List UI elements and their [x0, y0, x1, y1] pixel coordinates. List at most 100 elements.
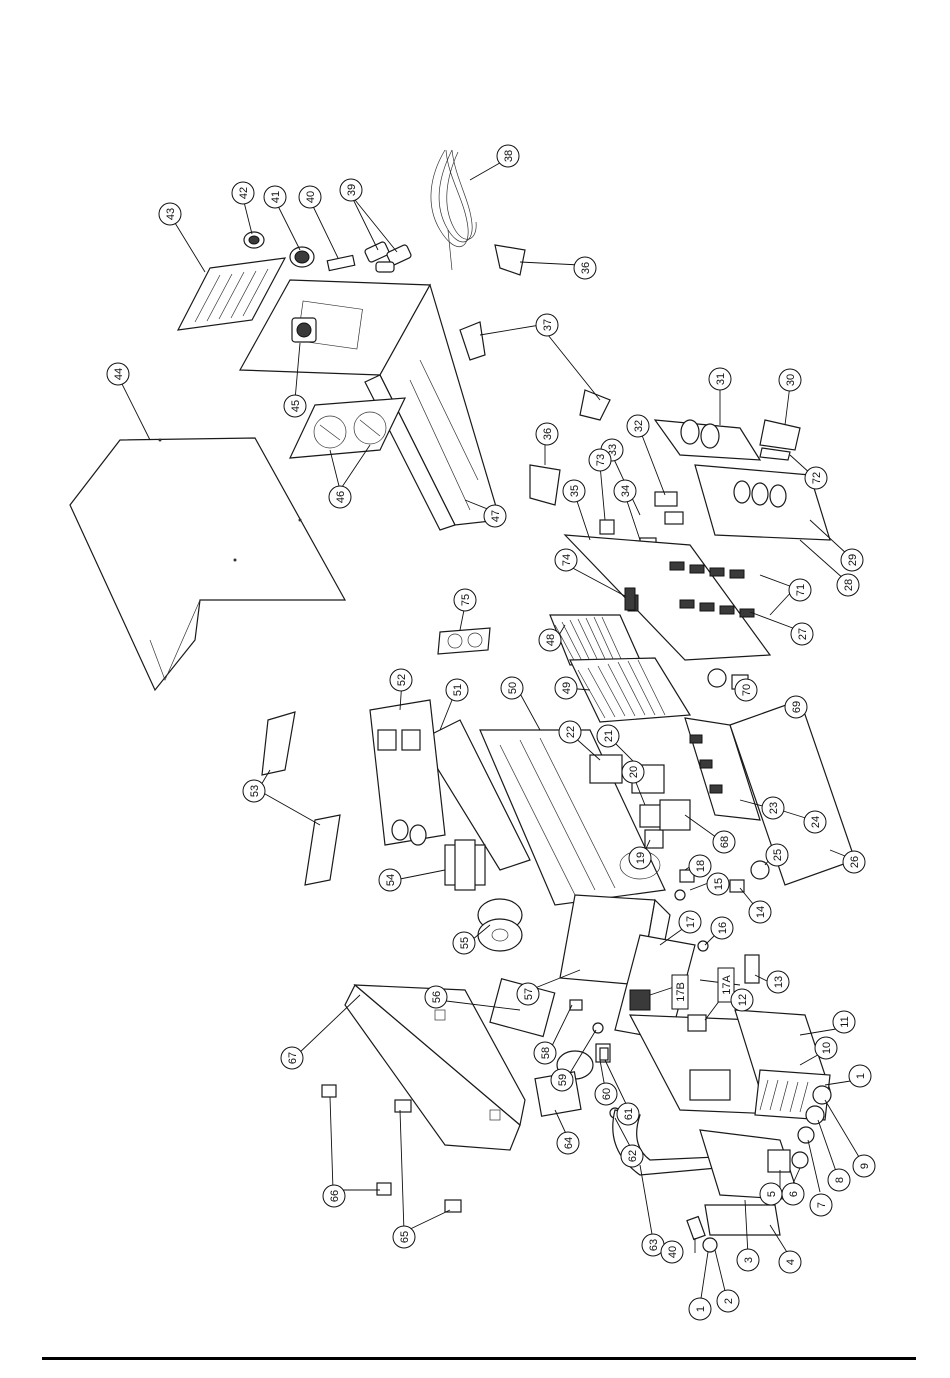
label-plate-part — [327, 255, 355, 270]
front-sticker-part — [705, 1205, 780, 1235]
svg-text:40: 40 — [305, 191, 317, 203]
heatsink-upper-part — [550, 615, 640, 665]
callout-24: 24 — [804, 811, 826, 833]
callout-29: 29 — [841, 549, 863, 571]
svg-text:17: 17 — [685, 916, 697, 928]
svg-text:6: 6 — [788, 1191, 800, 1197]
callout-48: 48 — [539, 629, 561, 651]
bracket-part-13 — [745, 955, 759, 983]
svg-text:22: 22 — [565, 726, 577, 738]
callout-31: 31 — [709, 368, 731, 390]
callout-73: 73 — [589, 449, 611, 471]
callout-23: 23 — [762, 797, 784, 819]
callout-46: 46 — [329, 486, 351, 508]
svg-text:61: 61 — [623, 1108, 635, 1120]
svg-text:1: 1 — [695, 1306, 707, 1312]
socket-part-6 — [792, 1152, 808, 1168]
callout-52: 52 — [390, 669, 412, 691]
svg-text:25: 25 — [772, 849, 784, 861]
svg-text:28: 28 — [843, 579, 855, 591]
svg-text:64: 64 — [563, 1137, 575, 1149]
svg-text:42: 42 — [238, 187, 250, 199]
svg-text:67: 67 — [287, 1052, 299, 1064]
clip-part-66b — [377, 1183, 391, 1195]
callout-43: 43 — [159, 203, 181, 225]
callout-8: 8 — [828, 1169, 850, 1191]
svg-text:23: 23 — [768, 802, 780, 814]
callout-36-lower: 36 — [536, 423, 558, 445]
callout-26: 26 — [843, 851, 865, 873]
callout-45: 45 — [284, 395, 306, 417]
callout-39: 39 — [340, 179, 362, 201]
svg-text:16: 16 — [717, 922, 729, 934]
socket-part-9 — [813, 1086, 831, 1104]
callout-75: 75 — [454, 589, 476, 611]
svg-text:73: 73 — [595, 454, 607, 466]
svg-text:56: 56 — [431, 991, 443, 1003]
svg-text:37: 37 — [542, 319, 554, 331]
callout-1-right: 1 — [849, 1065, 871, 1087]
part-74 — [625, 588, 635, 610]
svg-text:62: 62 — [627, 1150, 639, 1162]
callout-14: 14 — [749, 901, 771, 923]
callout-5: 5 — [760, 1183, 782, 1205]
callout-22: 22 — [559, 721, 581, 743]
module-part-32 — [655, 492, 677, 506]
svg-text:13: 13 — [773, 976, 785, 988]
clip-part-66a — [322, 1085, 336, 1097]
svg-text:14: 14 — [755, 906, 767, 918]
grommet-pair-part — [438, 628, 490, 654]
callout-47: 47 — [484, 505, 506, 527]
callout-16: 16 — [711, 917, 733, 939]
svg-text:35: 35 — [569, 485, 581, 497]
svg-text:31: 31 — [715, 373, 727, 385]
connector-pair-part — [364, 241, 412, 272]
callout-56: 56 — [425, 986, 447, 1008]
svg-text:17B: 17B — [675, 982, 687, 1002]
callout-57: 57 — [517, 983, 539, 1005]
svg-text:74: 74 — [561, 554, 573, 566]
svg-text:24: 24 — [810, 816, 822, 828]
part-61 — [600, 1048, 608, 1060]
callout-66: 66 — [323, 1185, 345, 1207]
callout-64: 64 — [557, 1132, 579, 1154]
foot-part-d — [530, 465, 560, 505]
svg-text:10: 10 — [821, 1042, 833, 1054]
svg-text:60: 60 — [601, 1088, 613, 1100]
callout-40-upper: 40 — [299, 186, 321, 208]
svg-text:12: 12 — [737, 994, 749, 1006]
svg-text:34: 34 — [620, 485, 632, 497]
svg-text:9: 9 — [859, 1163, 871, 1169]
svg-text:39: 39 — [346, 184, 358, 196]
knob-part — [244, 232, 264, 248]
svg-text:68: 68 — [719, 836, 731, 848]
callout-61: 61 — [617, 1103, 639, 1125]
toroid-core-part — [478, 899, 522, 951]
insulator-part — [760, 448, 790, 460]
svg-text:69: 69 — [791, 701, 803, 713]
module-part-33 — [665, 512, 683, 524]
callout-55: 55 — [453, 932, 475, 954]
callout-67: 67 — [281, 1047, 303, 1069]
callout-62: 62 — [621, 1145, 643, 1167]
callout-11: 11 — [833, 1011, 855, 1033]
callout-4: 4 — [779, 1251, 801, 1273]
callout-17b: 17B — [672, 975, 688, 1009]
module-part-73 — [600, 520, 614, 534]
callout-59: 59 — [551, 1069, 573, 1091]
callout-65: 65 — [393, 1226, 415, 1248]
inductor-part-70 — [708, 669, 726, 687]
svg-text:29: 29 — [847, 554, 859, 566]
svg-text:44: 44 — [113, 368, 125, 380]
svg-text:32: 32 — [633, 420, 645, 432]
socket-part-8 — [806, 1106, 824, 1124]
callout-69: 69 — [785, 696, 807, 718]
svg-text:47: 47 — [490, 510, 502, 522]
svg-text:41: 41 — [270, 191, 282, 203]
callout-30: 30 — [779, 369, 801, 391]
svg-text:21: 21 — [603, 730, 615, 742]
transformer-part — [445, 840, 485, 890]
handle-upper-part — [262, 712, 295, 775]
svg-text:55: 55 — [459, 937, 471, 949]
callout-21: 21 — [597, 725, 619, 747]
